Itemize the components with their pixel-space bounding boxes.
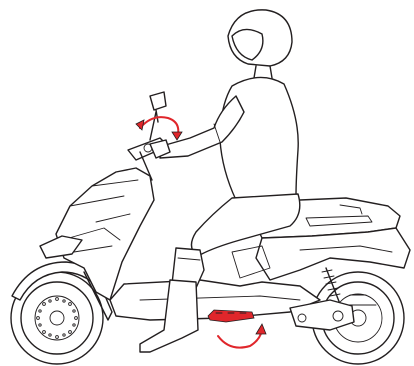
mirror-rotate-arrow <box>136 117 182 140</box>
handlebar-assembly <box>128 92 168 180</box>
footrest-rotate-arrow <box>218 324 266 348</box>
passenger-footrest <box>208 310 254 322</box>
